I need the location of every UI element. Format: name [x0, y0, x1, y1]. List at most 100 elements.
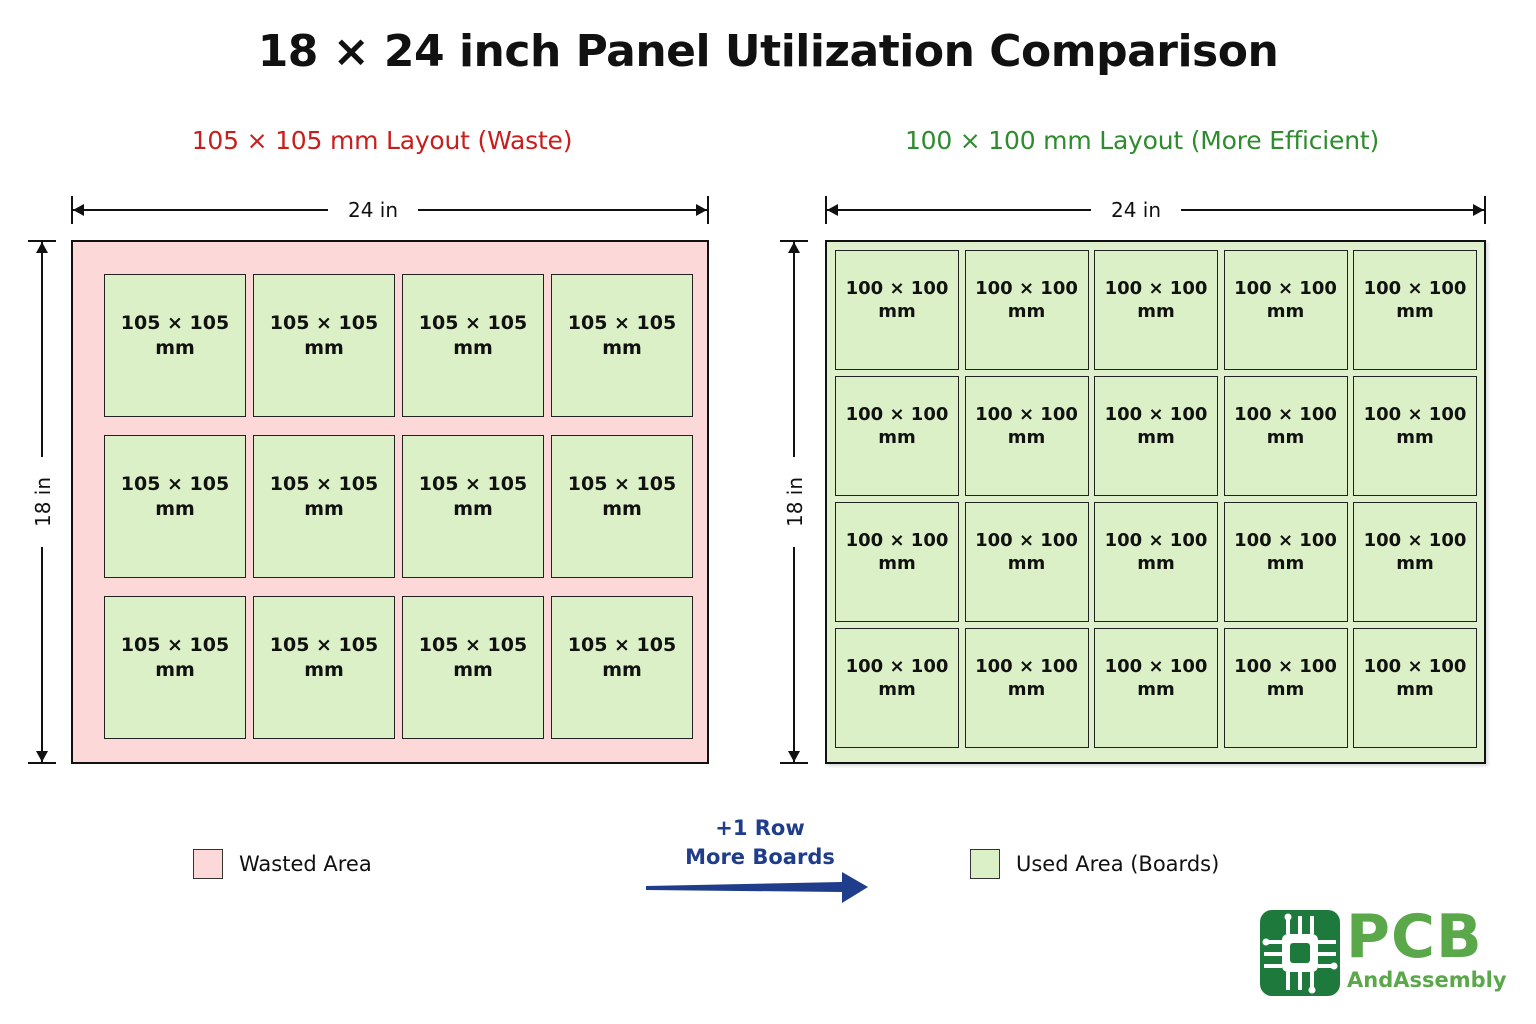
logo-sub-text: AndAssembly [1347, 968, 1507, 992]
board-unit-label: mm [878, 553, 916, 574]
board-unit-label: mm [1396, 301, 1434, 322]
right-height-dimension: 18 in [780, 240, 810, 764]
dimension-tick [71, 196, 73, 224]
wasted-area-swatch [193, 849, 223, 879]
dimension-tick [825, 196, 827, 224]
board-size-label: 100 × 100 [1234, 656, 1337, 677]
board-unit-label: mm [878, 427, 916, 448]
board-unit-label: mm [1137, 301, 1175, 322]
dimension-tick [1484, 196, 1486, 224]
right-height-label: 18 in [781, 457, 809, 547]
legend-used-label: Used Area (Boards) [1016, 852, 1220, 876]
board-size-label: 105 × 105 [120, 472, 230, 495]
board-size-label: 100 × 100 [845, 530, 949, 551]
page-title: 18 × 24 inch Panel Utilization Compariso… [257, 26, 1279, 77]
legend-wasted: Wasted Area [193, 849, 372, 879]
board-unit-label: mm [1396, 427, 1434, 448]
arrowhead-up-icon [788, 242, 800, 253]
dimension-tick [707, 196, 709, 224]
board-size-label: 105 × 105 [418, 311, 528, 334]
used-area-swatch [970, 849, 1000, 879]
board-size-label: 100 × 100 [1104, 278, 1208, 299]
board-unit-label: mm [1137, 553, 1175, 574]
arrowhead-right-icon [696, 204, 707, 216]
board-unit-label: mm [1007, 553, 1046, 574]
board-size-label: 100 × 100 [845, 656, 949, 677]
board-size-label: 105 × 105 [120, 633, 230, 656]
board-size-label: 105 × 105 [269, 472, 379, 495]
board-size-label: 105 × 105 [120, 311, 230, 334]
arrowhead-left-icon [827, 204, 838, 216]
board-unit-label: mm [1266, 301, 1305, 322]
board-unit-label: mm [1266, 553, 1305, 574]
board-size-label: 100 × 100 [1363, 278, 1467, 299]
board-unit-label: mm [1007, 679, 1046, 700]
chip-logo-icon [1260, 910, 1340, 996]
arrow-line2: More Boards [685, 845, 835, 869]
board-size-label: 100 × 100 [1363, 656, 1467, 677]
board-unit-label: mm [304, 336, 344, 359]
board-size-label: 100 × 100 [975, 278, 1078, 299]
right-width-label: 24 in [1091, 196, 1181, 224]
board-size-label: 100 × 100 [1234, 530, 1337, 551]
board-unit-label: mm [878, 301, 916, 322]
board-unit-label: mm [1137, 679, 1175, 700]
logo-pcb-text: PCB [1346, 902, 1483, 972]
board-unit-label: mm [304, 658, 344, 681]
board-size-label: 100 × 100 [1234, 404, 1337, 425]
board-size-label: 100 × 100 [845, 404, 949, 425]
arrowhead-right-icon [1473, 204, 1484, 216]
arrowhead-left-icon [73, 204, 84, 216]
left-width-dimension: 24 in [71, 196, 709, 226]
board-unit-label: mm [602, 336, 642, 359]
arrowhead-down-icon [788, 751, 800, 762]
board-unit-label: mm [453, 658, 493, 681]
left-layout-heading: 105 × 105 mm Layout (Waste) [191, 126, 573, 155]
board-size-label: 100 × 100 [1104, 530, 1208, 551]
board-size-label: 100 × 100 [1104, 656, 1208, 677]
board-unit-label: mm [453, 336, 493, 359]
arrowhead-down-icon [36, 751, 48, 762]
arrowhead-up-icon [36, 242, 48, 253]
legend-used: Used Area (Boards) [970, 849, 1219, 879]
right-arrow-icon [646, 872, 868, 903]
left-height-label: 18 in [29, 457, 57, 547]
board-unit-label: mm [1266, 679, 1305, 700]
dimension-tick [780, 240, 808, 242]
board-size-label: 100 × 100 [975, 404, 1078, 425]
board-size-label: 105 × 105 [418, 633, 528, 656]
board-size-label: 105 × 105 [567, 472, 677, 495]
board-size-label: 105 × 105 [418, 472, 528, 495]
board-unit-label: mm [155, 497, 195, 520]
board-size-label: 100 × 100 [975, 530, 1078, 551]
dimension-tick [28, 762, 56, 764]
logo: PCB AndAssembly [1260, 902, 1510, 998]
board-size-label: 105 × 105 [567, 633, 677, 656]
